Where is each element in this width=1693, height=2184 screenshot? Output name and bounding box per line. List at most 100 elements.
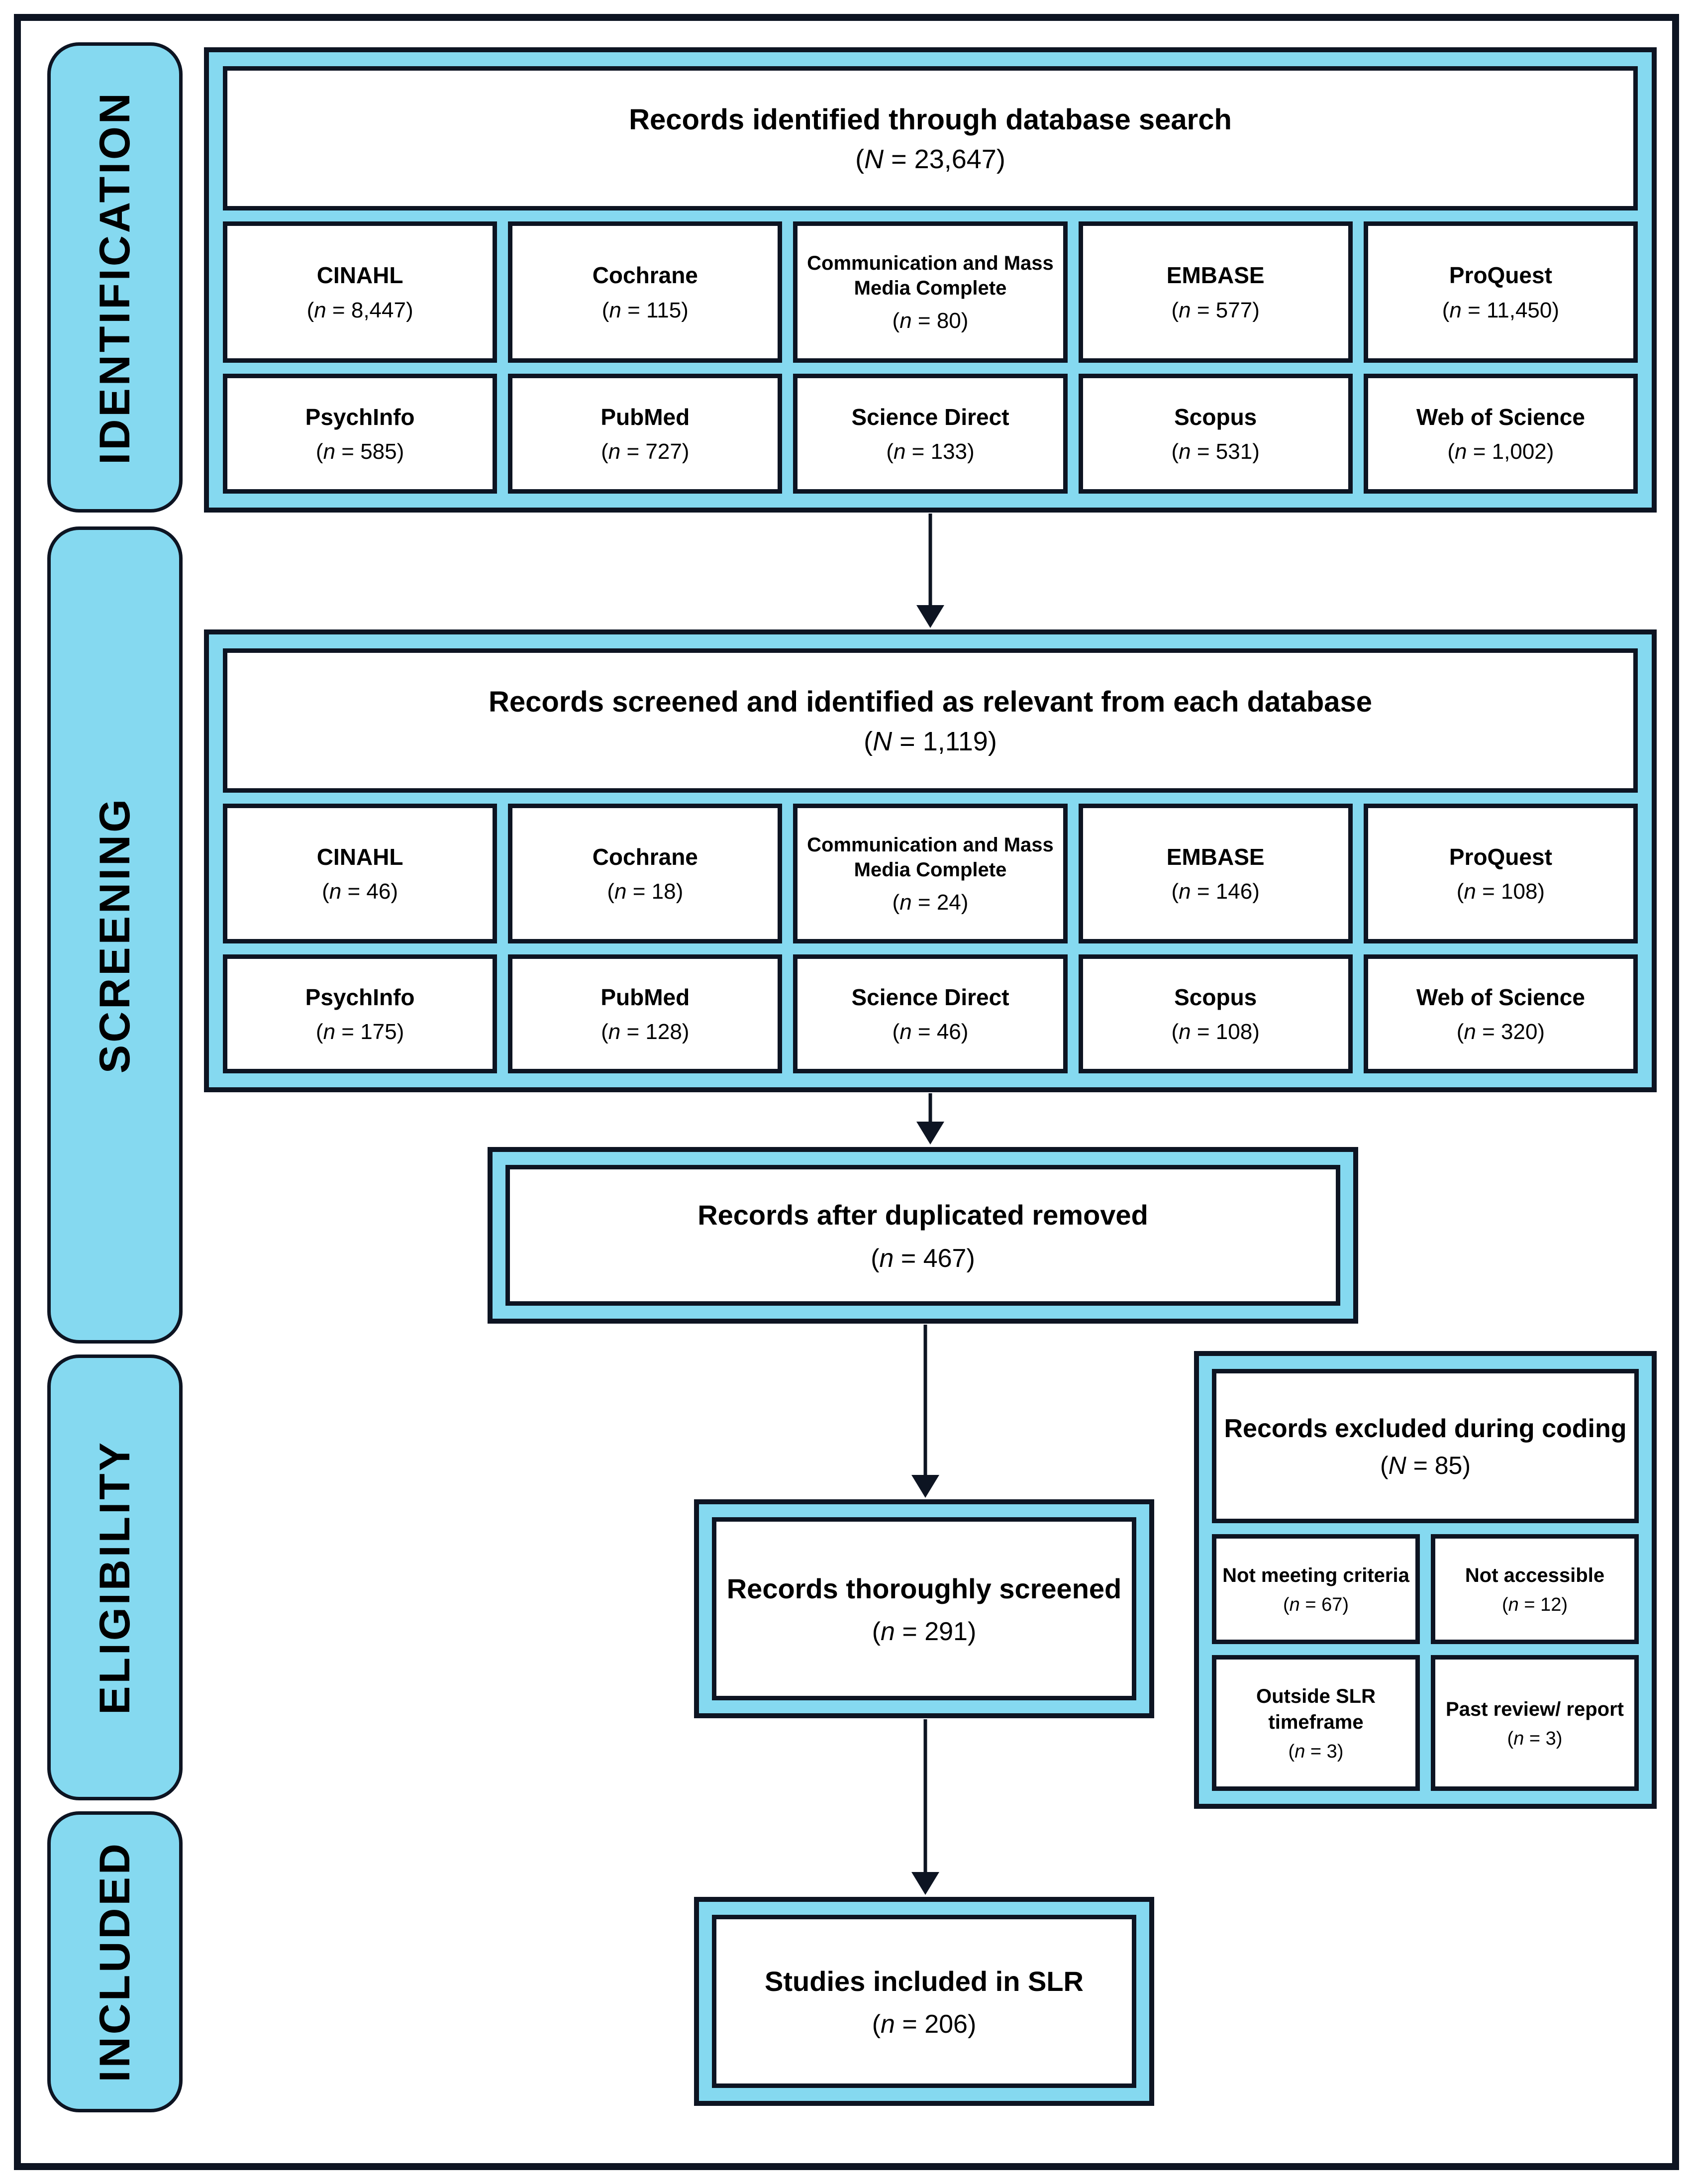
- database-count: (n = 727): [601, 439, 690, 464]
- db-box-embase: EMBASE (n = 146): [1078, 804, 1353, 944]
- db-box-proquest: ProQuest (n = 108): [1363, 804, 1638, 944]
- excluded-title: Records excluded during coding: [1224, 1414, 1627, 1443]
- reason-box-past-review-report: Past review/ report (n = 3): [1431, 1655, 1639, 1791]
- database-name: EMBASE: [1166, 262, 1265, 289]
- included-inner-box: Studies included in SLR (n = 206): [712, 1915, 1136, 2088]
- screened-count: (n = 291): [872, 1617, 977, 1647]
- database-name: Web of Science: [1416, 404, 1585, 430]
- db-box-cinahl: CINAHL (n = 46): [223, 804, 498, 944]
- reason-box-not-meeting-criteria: Not meeting criteria (n = 67): [1212, 1534, 1420, 1644]
- arrow-shaft: [928, 1093, 932, 1126]
- screening-block: Records screened and identified as relev…: [204, 629, 1657, 1092]
- database-count: (n = 133): [886, 439, 975, 464]
- excluded-reasons-grid: Not meeting criteria (n = 67) Not access…: [1212, 1534, 1639, 1791]
- db-box-psychinfo: PsychInfo (n = 175): [223, 954, 498, 1073]
- reason-count: (n = 67): [1283, 1594, 1349, 1615]
- database-name: PsychInfo: [305, 404, 415, 430]
- reason-label: Not meeting criteria: [1222, 1564, 1409, 1586]
- database-name: Science Direct: [851, 404, 1009, 430]
- flow-arrow-dedup-to-screened: [911, 1325, 939, 1498]
- database-count: (n = 115): [601, 298, 689, 322]
- reason-label: Past review/ report: [1446, 1698, 1624, 1720]
- identification-title: Records identified through database sear…: [629, 103, 1232, 136]
- db-box-communication-mass-media: Communication and Mass Media Complete (n…: [793, 221, 1068, 363]
- database-name: Communication and Mass Media Complete: [807, 252, 1054, 299]
- excluded-header-box: Records excluded during coding (N = 85): [1212, 1369, 1639, 1523]
- database-count: (n = 146): [1171, 879, 1260, 904]
- database-count: (n = 18): [607, 879, 684, 904]
- dedup-title: Records after duplicated removed: [697, 1199, 1148, 1231]
- included-count: (n = 206): [872, 2010, 977, 2039]
- database-name: ProQuest: [1449, 843, 1552, 870]
- database-count: (n = 46): [322, 879, 398, 904]
- db-box-proquest: ProQuest (n = 11,450): [1363, 221, 1638, 363]
- reason-count: (n = 3): [1288, 1741, 1344, 1762]
- database-count: (n = 11,450): [1442, 298, 1560, 322]
- screening-total-count: (N = 1,119): [864, 727, 997, 757]
- db-box-science-direct: Science Direct (n = 133): [793, 373, 1068, 494]
- excluded-block: Records excluded during coding (N = 85) …: [1194, 1351, 1657, 1809]
- reason-box-not-accessible: Not accessible (n = 12): [1431, 1534, 1639, 1644]
- included-box: Studies included in SLR (n = 206): [694, 1897, 1154, 2106]
- db-box-pubmed: PubMed (n = 128): [508, 954, 783, 1073]
- stage-label-text: IDENTIFICATION: [91, 90, 139, 465]
- database-count: (n = 108): [1456, 879, 1545, 904]
- included-title: Studies included in SLR: [765, 1965, 1084, 1997]
- db-box-cinahl: CINAHL (n = 8,447): [223, 221, 498, 363]
- arrow-head-icon: [911, 1475, 939, 1498]
- reason-count: (n = 3): [1507, 1728, 1563, 1749]
- identification-header-box: Records identified through database sear…: [223, 66, 1638, 210]
- identification-total-count: (N = 23,647): [855, 144, 1005, 175]
- arrow-shaft: [928, 514, 932, 609]
- stage-label-included: INCLUDED: [47, 1811, 183, 2112]
- database-count: (n = 8,447): [306, 298, 413, 322]
- db-box-scopus: Scopus (n = 108): [1078, 954, 1353, 1073]
- stage-label-text: INCLUDED: [91, 1841, 139, 2082]
- db-box-science-direct: Science Direct (n = 46): [793, 954, 1068, 1073]
- database-name: Web of Science: [1416, 984, 1585, 1010]
- identification-database-grid: CINAHL (n = 8,447) Cochrane (n = 115) Co…: [223, 221, 1638, 494]
- database-name: CINAHL: [316, 262, 403, 289]
- dedup-box: Records after duplicated removed (n = 46…: [488, 1147, 1358, 1324]
- db-box-psychinfo: PsychInfo (n = 585): [223, 373, 498, 494]
- database-name: PubMed: [600, 984, 690, 1010]
- database-count: (n = 1,002): [1447, 439, 1554, 464]
- db-box-pubmed: PubMed (n = 727): [508, 373, 783, 494]
- database-count: (n = 577): [1171, 298, 1260, 322]
- database-name: Cochrane: [592, 843, 698, 870]
- db-box-embase: EMBASE (n = 577): [1078, 221, 1353, 363]
- stage-label-eligibility: ELIGIBILITY: [47, 1354, 183, 1800]
- database-name: ProQuest: [1449, 262, 1552, 289]
- database-count: (n = 108): [1171, 1020, 1260, 1044]
- database-count: (n = 24): [892, 890, 969, 915]
- reason-box-outside-slr-timeframe: Outside SLR timeframe (n = 3): [1212, 1655, 1420, 1791]
- reason-label: Outside SLR timeframe: [1256, 1685, 1376, 1733]
- reason-label: Not accessible: [1465, 1564, 1605, 1586]
- db-box-web-of-science: Web of Science (n = 320): [1363, 954, 1638, 1073]
- identification-block: Records identified through database sear…: [204, 47, 1657, 513]
- database-name: PsychInfo: [305, 984, 415, 1010]
- arrow-head-icon: [916, 605, 944, 628]
- database-count: (n = 128): [601, 1020, 690, 1044]
- screened-box: Records thoroughly screened (n = 291): [694, 1499, 1154, 1718]
- database-count: (n = 531): [1171, 439, 1260, 464]
- database-count: (n = 320): [1456, 1020, 1545, 1044]
- database-count: (n = 175): [315, 1020, 404, 1044]
- database-name: Communication and Mass Media Complete: [807, 833, 1054, 881]
- screening-title: Records screened and identified as relev…: [488, 685, 1373, 718]
- database-count: (n = 585): [315, 439, 404, 464]
- arrow-shaft: [923, 1325, 927, 1479]
- stage-label-text: SCREENING: [91, 796, 139, 1074]
- screening-header-box: Records screened and identified as relev…: [223, 648, 1638, 793]
- database-name: CINAHL: [316, 843, 403, 870]
- database-name: EMBASE: [1166, 843, 1265, 870]
- db-box-cochrane: Cochrane (n = 115): [508, 221, 783, 363]
- dedup-inner-box: Records after duplicated removed (n = 46…: [505, 1165, 1340, 1306]
- database-name: Scopus: [1174, 404, 1257, 430]
- stage-label-text: ELIGIBILITY: [91, 1440, 139, 1715]
- reason-count: (n = 12): [1501, 1594, 1568, 1615]
- db-box-scopus: Scopus (n = 531): [1078, 373, 1353, 494]
- arrow-head-icon: [911, 1872, 939, 1895]
- flow-arrow-identification-to-screening: [916, 514, 944, 628]
